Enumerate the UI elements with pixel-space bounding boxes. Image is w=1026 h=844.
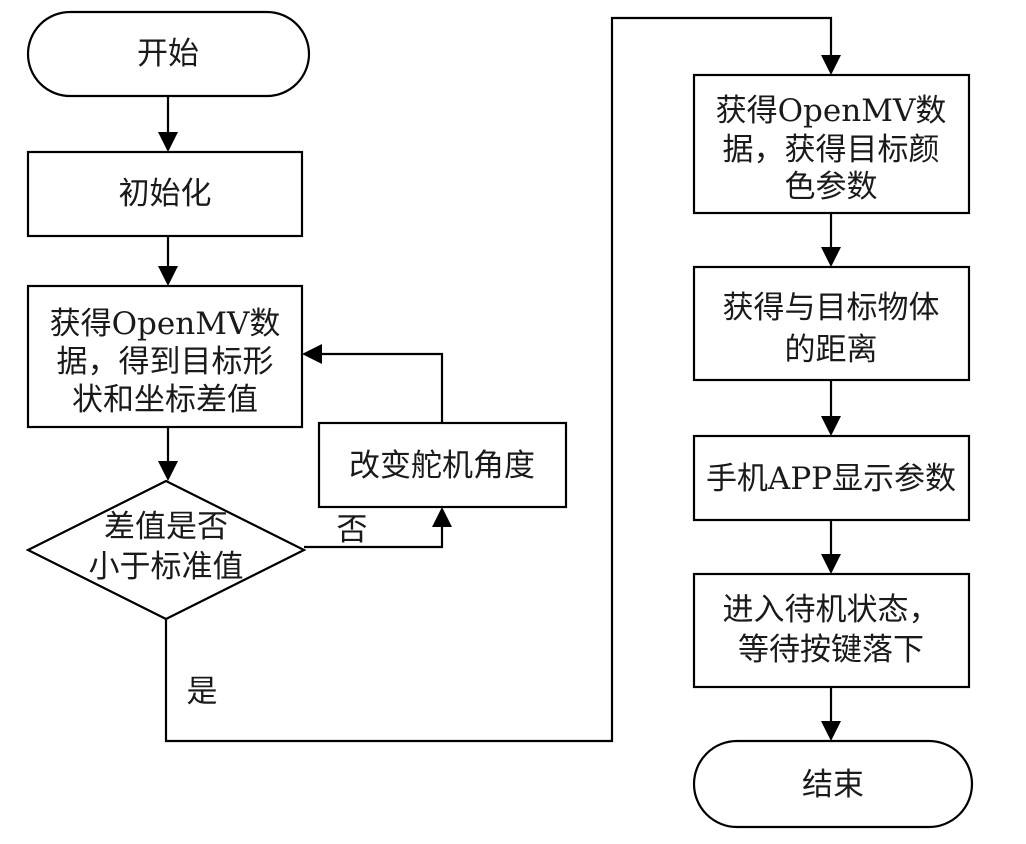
get-color-label-3: 色参数 <box>785 169 878 205</box>
app-display-label: 手机APP显示参数 <box>706 461 956 497</box>
arrowhead-adjust-servo <box>432 507 452 527</box>
get-shape-label-2: 据，得到目标形 <box>57 344 274 380</box>
get-shape-label-1: 获得OpenMV数 <box>50 306 281 342</box>
arrowhead-loop-back <box>302 344 322 364</box>
standby-label-2: 等待按键落下 <box>738 632 924 668</box>
arrowhead-init <box>158 132 178 152</box>
arrowhead-decision <box>158 461 178 481</box>
arrowhead-get-color <box>821 55 841 75</box>
adjust-servo-label: 改变舵机角度 <box>349 448 535 484</box>
connector-decision-yes <box>164 16 833 743</box>
init-label: 初始化 <box>119 176 212 212</box>
decision-label-1: 差值是否 <box>104 509 228 545</box>
arrowhead-get-distance <box>821 247 841 267</box>
get-color-label-2: 据，获得目标颜 <box>723 132 940 168</box>
get-distance-label-1: 获得与目标物体 <box>723 290 940 326</box>
get-distance-box <box>692 265 971 382</box>
standby-label-1: 进入待机状态， <box>723 592 940 628</box>
get-color-label-1: 获得OpenMV数 <box>716 93 947 129</box>
standby-box <box>692 572 971 689</box>
decision-label-2: 小于标准值 <box>89 549 244 585</box>
arrowhead-app-display <box>821 416 841 436</box>
adjust-servo-box <box>317 421 568 509</box>
connector-decision-no <box>304 525 444 549</box>
arrowhead-end <box>821 721 841 741</box>
get-distance-label-2: 的距离 <box>785 332 878 368</box>
get-shape-label-3: 状和坐标差值 <box>72 382 258 418</box>
edge-label-yes: 是 <box>187 674 218 710</box>
end-terminal <box>692 739 974 829</box>
edge-label-no: 否 <box>337 512 368 548</box>
init-box <box>26 150 304 238</box>
connector-loop-back <box>320 352 444 423</box>
start-label: 开始 <box>137 36 199 72</box>
arrowhead-standby <box>821 554 841 574</box>
arrowhead-get-shape <box>158 266 178 286</box>
app-display-box <box>692 434 971 522</box>
get-shape-box <box>26 284 304 429</box>
end-label: 结束 <box>802 767 864 803</box>
